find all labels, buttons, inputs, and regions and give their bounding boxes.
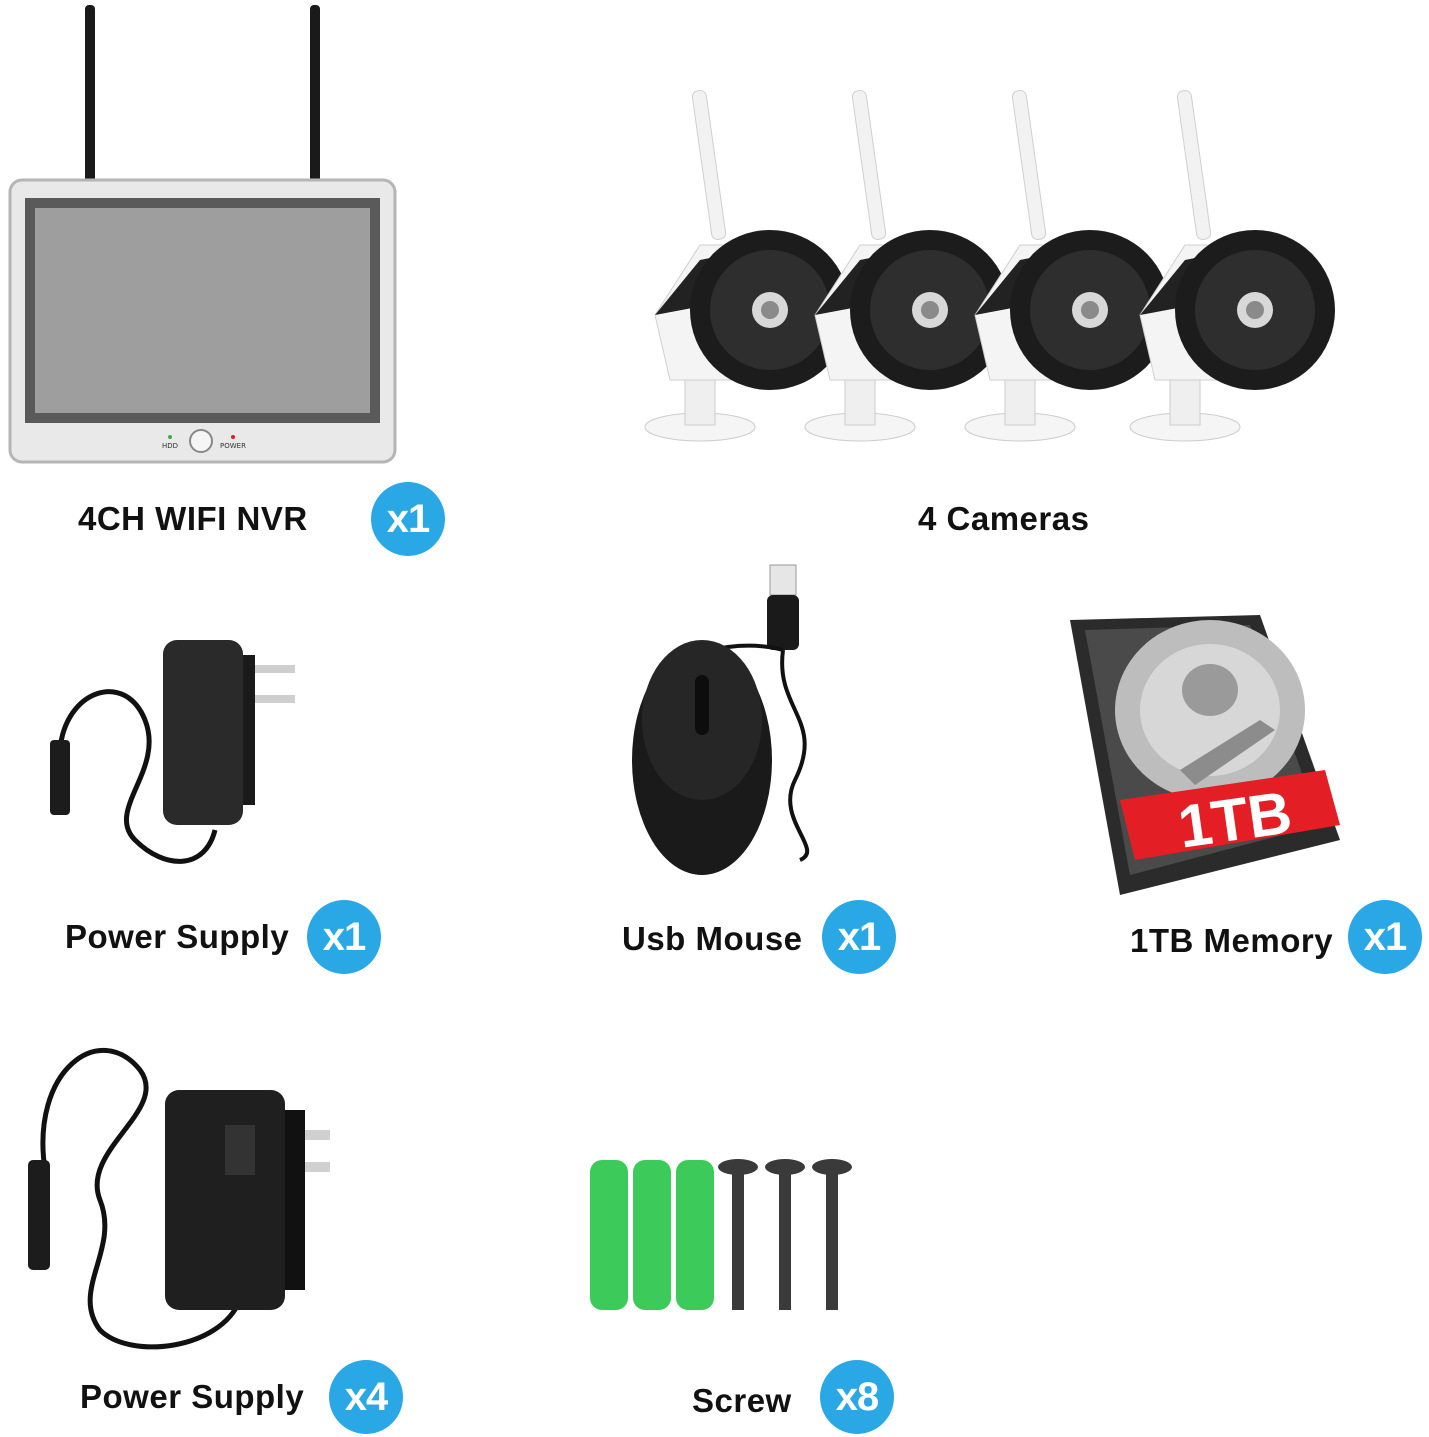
power-indicator-label: POWER xyxy=(220,442,246,450)
hdd-capacity-label: 1TB xyxy=(1174,778,1296,860)
cameras-image xyxy=(644,89,1336,442)
screw-label: Screw xyxy=(692,1382,792,1419)
power-supply-4-quantity-badge: x4 xyxy=(329,1360,403,1434)
nvr-monitor-image: HDD POWER xyxy=(8,5,397,464)
hdd-indicator-label: HDD xyxy=(162,442,178,450)
power-supply-1-label: Power Supply xyxy=(65,918,290,955)
usb-mouse-image xyxy=(632,564,809,875)
screw-quantity-badge: x8 xyxy=(820,1360,894,1434)
usb-mouse-label: Usb Mouse xyxy=(622,920,803,957)
cameras-label: 4 Cameras xyxy=(918,500,1090,537)
usb-mouse-quantity-badge: x1 xyxy=(822,900,896,974)
hdd-image: 1TB xyxy=(1070,615,1340,895)
hdd-label: 1TB Memory xyxy=(1130,922,1334,959)
power-supply-4-label: Power Supply xyxy=(80,1378,305,1415)
power-supply-large-image xyxy=(28,1047,330,1350)
power-supply-1-quantity-badge: x1 xyxy=(307,900,381,974)
power-supply-small-image xyxy=(50,640,295,864)
nvr-label: 4CH WIFI NVR xyxy=(78,500,308,537)
nvr-quantity-badge: x1 xyxy=(371,482,445,556)
hdd-quantity-badge: x1 xyxy=(1348,900,1422,974)
screws-image xyxy=(590,1159,852,1310)
